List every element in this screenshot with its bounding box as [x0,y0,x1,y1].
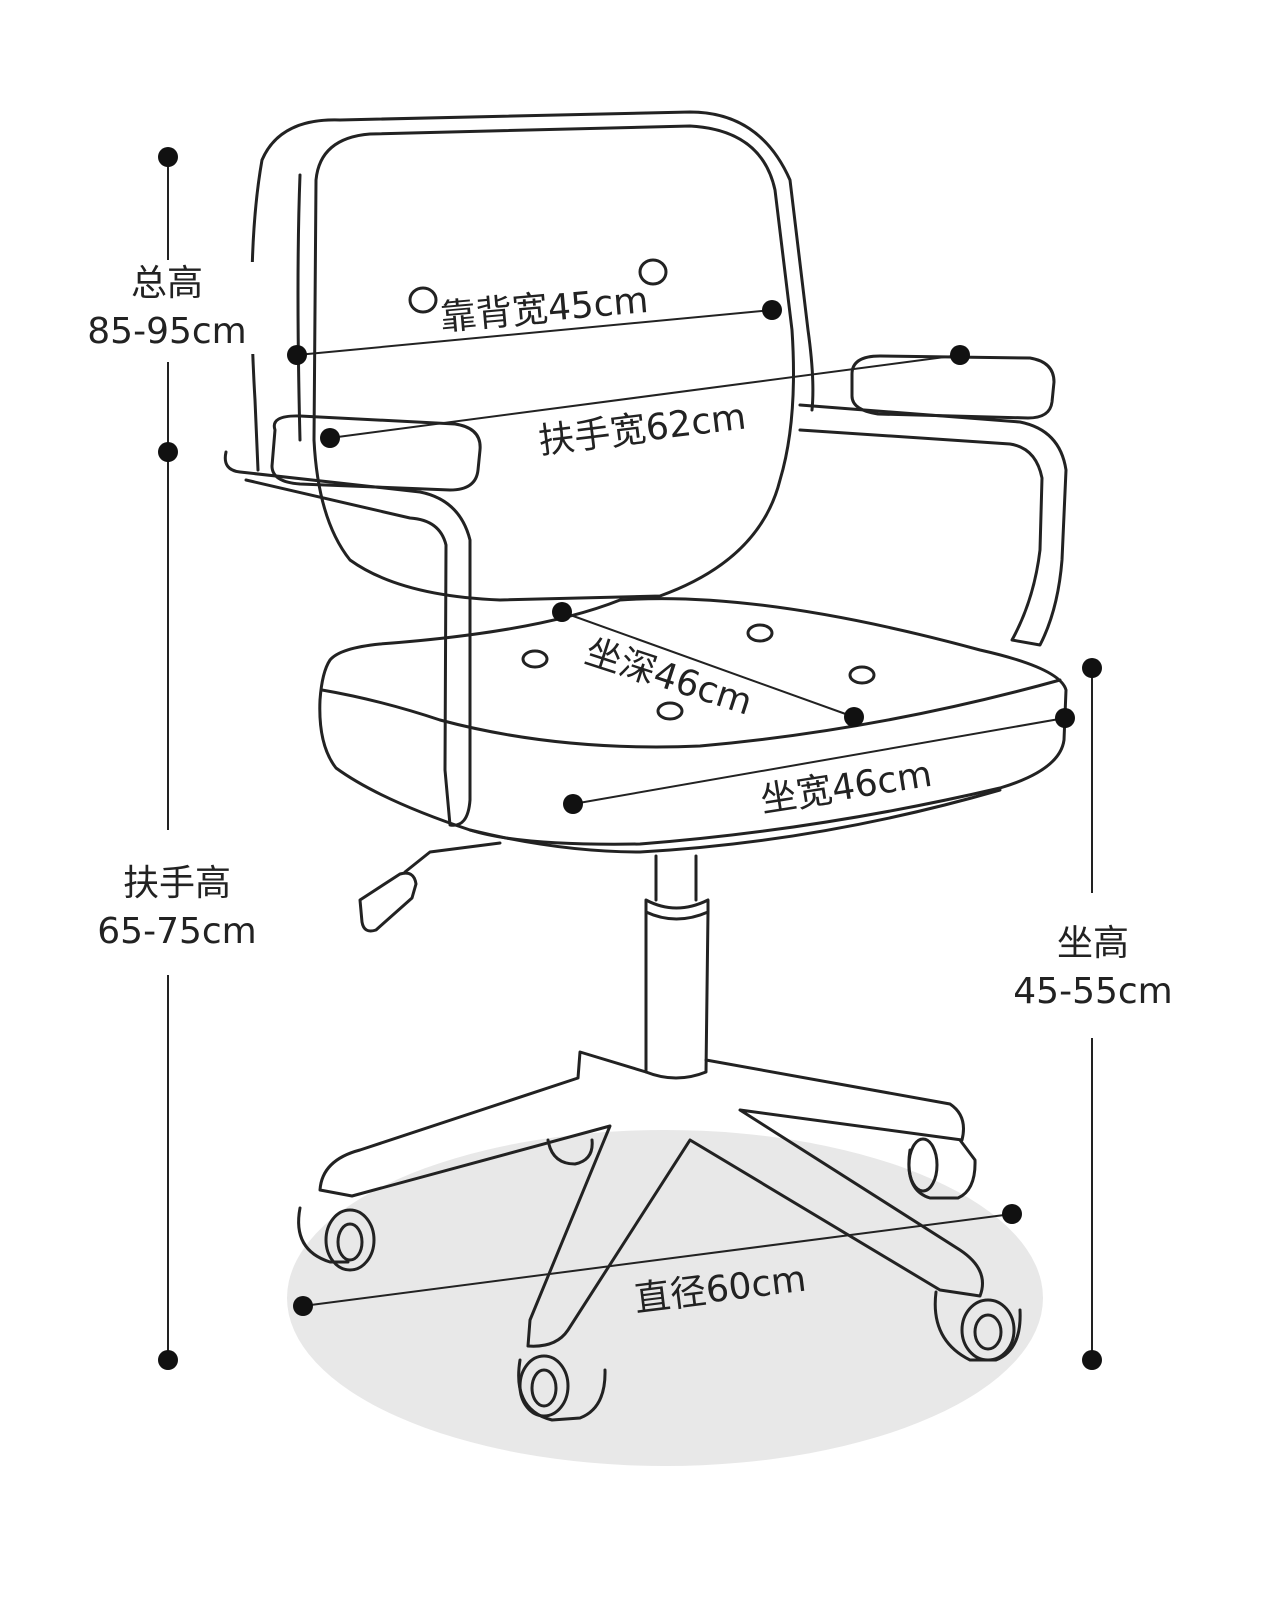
seat-bottom [468,788,1002,854]
arm-width-line [329,354,961,439]
seat-height-label: 坐高 45-55cm [1002,922,1184,1014]
gas-column-top [654,854,698,902]
dot-arm-right [950,345,970,365]
backrest-seam [296,173,302,442]
seat-width-line [572,717,1066,805]
back-button-left [408,286,438,314]
dot-depth-back [552,602,572,622]
backrest-cushion [312,124,795,602]
seat-depth-line [561,611,855,718]
lever-handle [358,871,418,933]
seat-height-name: 坐高 [1056,923,1129,964]
dot-width-left [563,794,583,814]
total-height-name: 总高 [130,263,203,304]
seat-button-4 [656,701,684,721]
back-button-right [638,258,668,286]
dot-arm-left [320,428,340,448]
gas-column-collar [644,898,710,921]
dot-width-right [1055,708,1075,728]
dot-diameter-left [293,1296,313,1316]
dot-total-top [158,147,178,167]
left-arm-pad [270,414,482,492]
seat-cushion [318,597,1068,846]
arm-height-name: 扶手高 [122,863,231,904]
caster-front-center [517,1354,607,1422]
dot-diameter-right [1002,1204,1022,1224]
dot-floor-right [1082,1350,1102,1370]
diameter-line [302,1213,1013,1307]
right-arm-frame [798,403,1068,647]
dot-floor-left [158,1350,178,1370]
seat-piping [320,678,1062,749]
total-height-value: 85-95cm [87,311,247,352]
dot-depth-front [844,707,864,727]
total-height-label: 总高 85-95cm [76,262,258,354]
seat-height-value: 45-55cm [1013,971,1173,1012]
dot-back-left [287,345,307,365]
base-hub [318,1050,984,1348]
seat-button-1 [521,649,549,669]
arm-height-value: 65-75cm [97,911,257,952]
caster-front-right [933,1290,1022,1362]
back-width-line [296,309,773,356]
caster-back-left [546,1138,594,1166]
caster-back-right [907,1137,977,1200]
floor-shadow [287,1130,1043,1466]
seat-button-3 [848,665,876,685]
dot-seat-top [1082,658,1102,678]
arm-height-label: 扶手高 65-75cm [86,862,268,954]
dot-back-right [762,300,782,320]
seat-button-2 [746,623,774,643]
dot-arm-top [158,442,178,462]
gas-lever [403,841,502,874]
caster-front-left [297,1206,376,1272]
left-arm-frame [223,450,472,827]
gas-column-body [644,910,710,1080]
